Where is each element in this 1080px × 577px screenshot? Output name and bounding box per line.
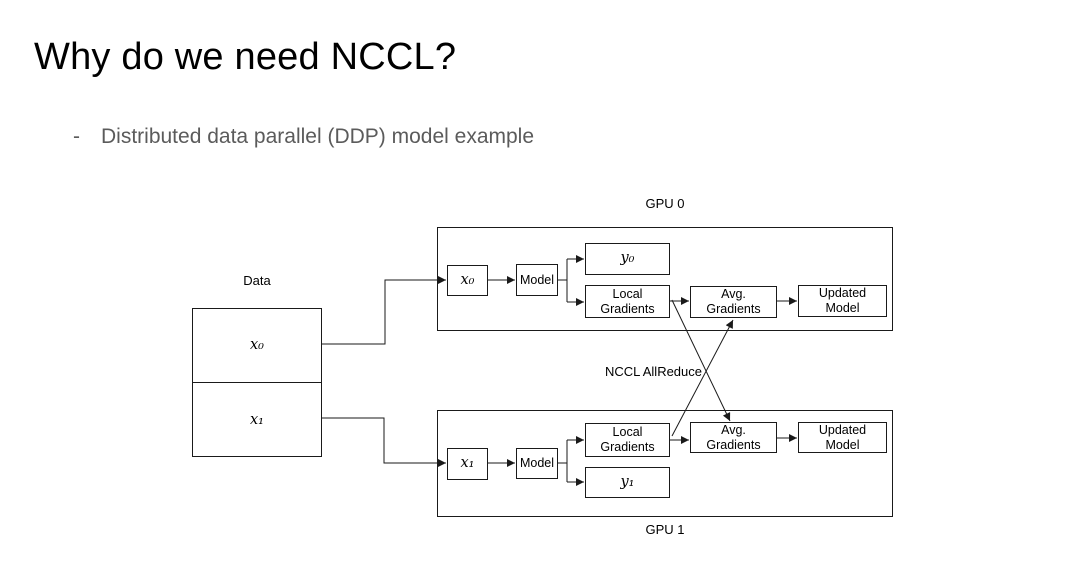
data-cell-x0: x₀ bbox=[250, 337, 264, 353]
gpu1-label: GPU 1 bbox=[645, 522, 685, 537]
bullet-dash: - bbox=[73, 125, 80, 148]
edge-data-to-x1 bbox=[322, 417, 446, 467]
edge-data-to-x0 bbox=[322, 276, 446, 345]
gpu0-input-box: x₀ bbox=[447, 265, 488, 296]
bullet-item: - Distributed data parallel (DDP) model … bbox=[73, 125, 534, 149]
data-label: Data bbox=[243, 273, 271, 288]
data-cell-x1: x₁ bbox=[250, 412, 264, 428]
gpu1-model-box: Model bbox=[516, 448, 558, 479]
edge-allreduce-gpu1-to-gpu0 bbox=[671, 319, 734, 437]
gpu1-local-gradients-box: Local Gradients bbox=[585, 423, 670, 457]
slide-title: Why do we need NCCL? bbox=[34, 36, 457, 78]
gpu1-container bbox=[437, 410, 893, 517]
gpu0-output-box: y₀ bbox=[585, 243, 670, 275]
gpu1-input-box: x₁ bbox=[447, 448, 488, 480]
gpu0-local-gradients-box: Local Gradients bbox=[585, 285, 670, 318]
gpu1-avg-gradients-box: Avg. Gradients bbox=[690, 422, 777, 453]
edge-allreduce-gpu0-to-gpu1 bbox=[671, 299, 731, 422]
bullet-text: Distributed data parallel (DDP) model ex… bbox=[101, 125, 535, 148]
allreduce-label: NCCL AllReduce bbox=[604, 364, 702, 379]
data-box-divider bbox=[192, 382, 322, 383]
gpu0-updated-model-box: Updated Model bbox=[798, 285, 887, 317]
gpu0-label: GPU 0 bbox=[645, 196, 685, 211]
gpu1-updated-model-box: Updated Model bbox=[798, 422, 887, 453]
gpu0-container bbox=[437, 227, 893, 331]
gpu0-avg-gradients-box: Avg. Gradients bbox=[690, 286, 777, 318]
gpu0-model-box: Model bbox=[516, 264, 558, 296]
edge-model1-branch bbox=[558, 440, 568, 482]
edge-model0-branch bbox=[558, 259, 568, 302]
gpu1-output-box: y₁ bbox=[585, 467, 670, 498]
